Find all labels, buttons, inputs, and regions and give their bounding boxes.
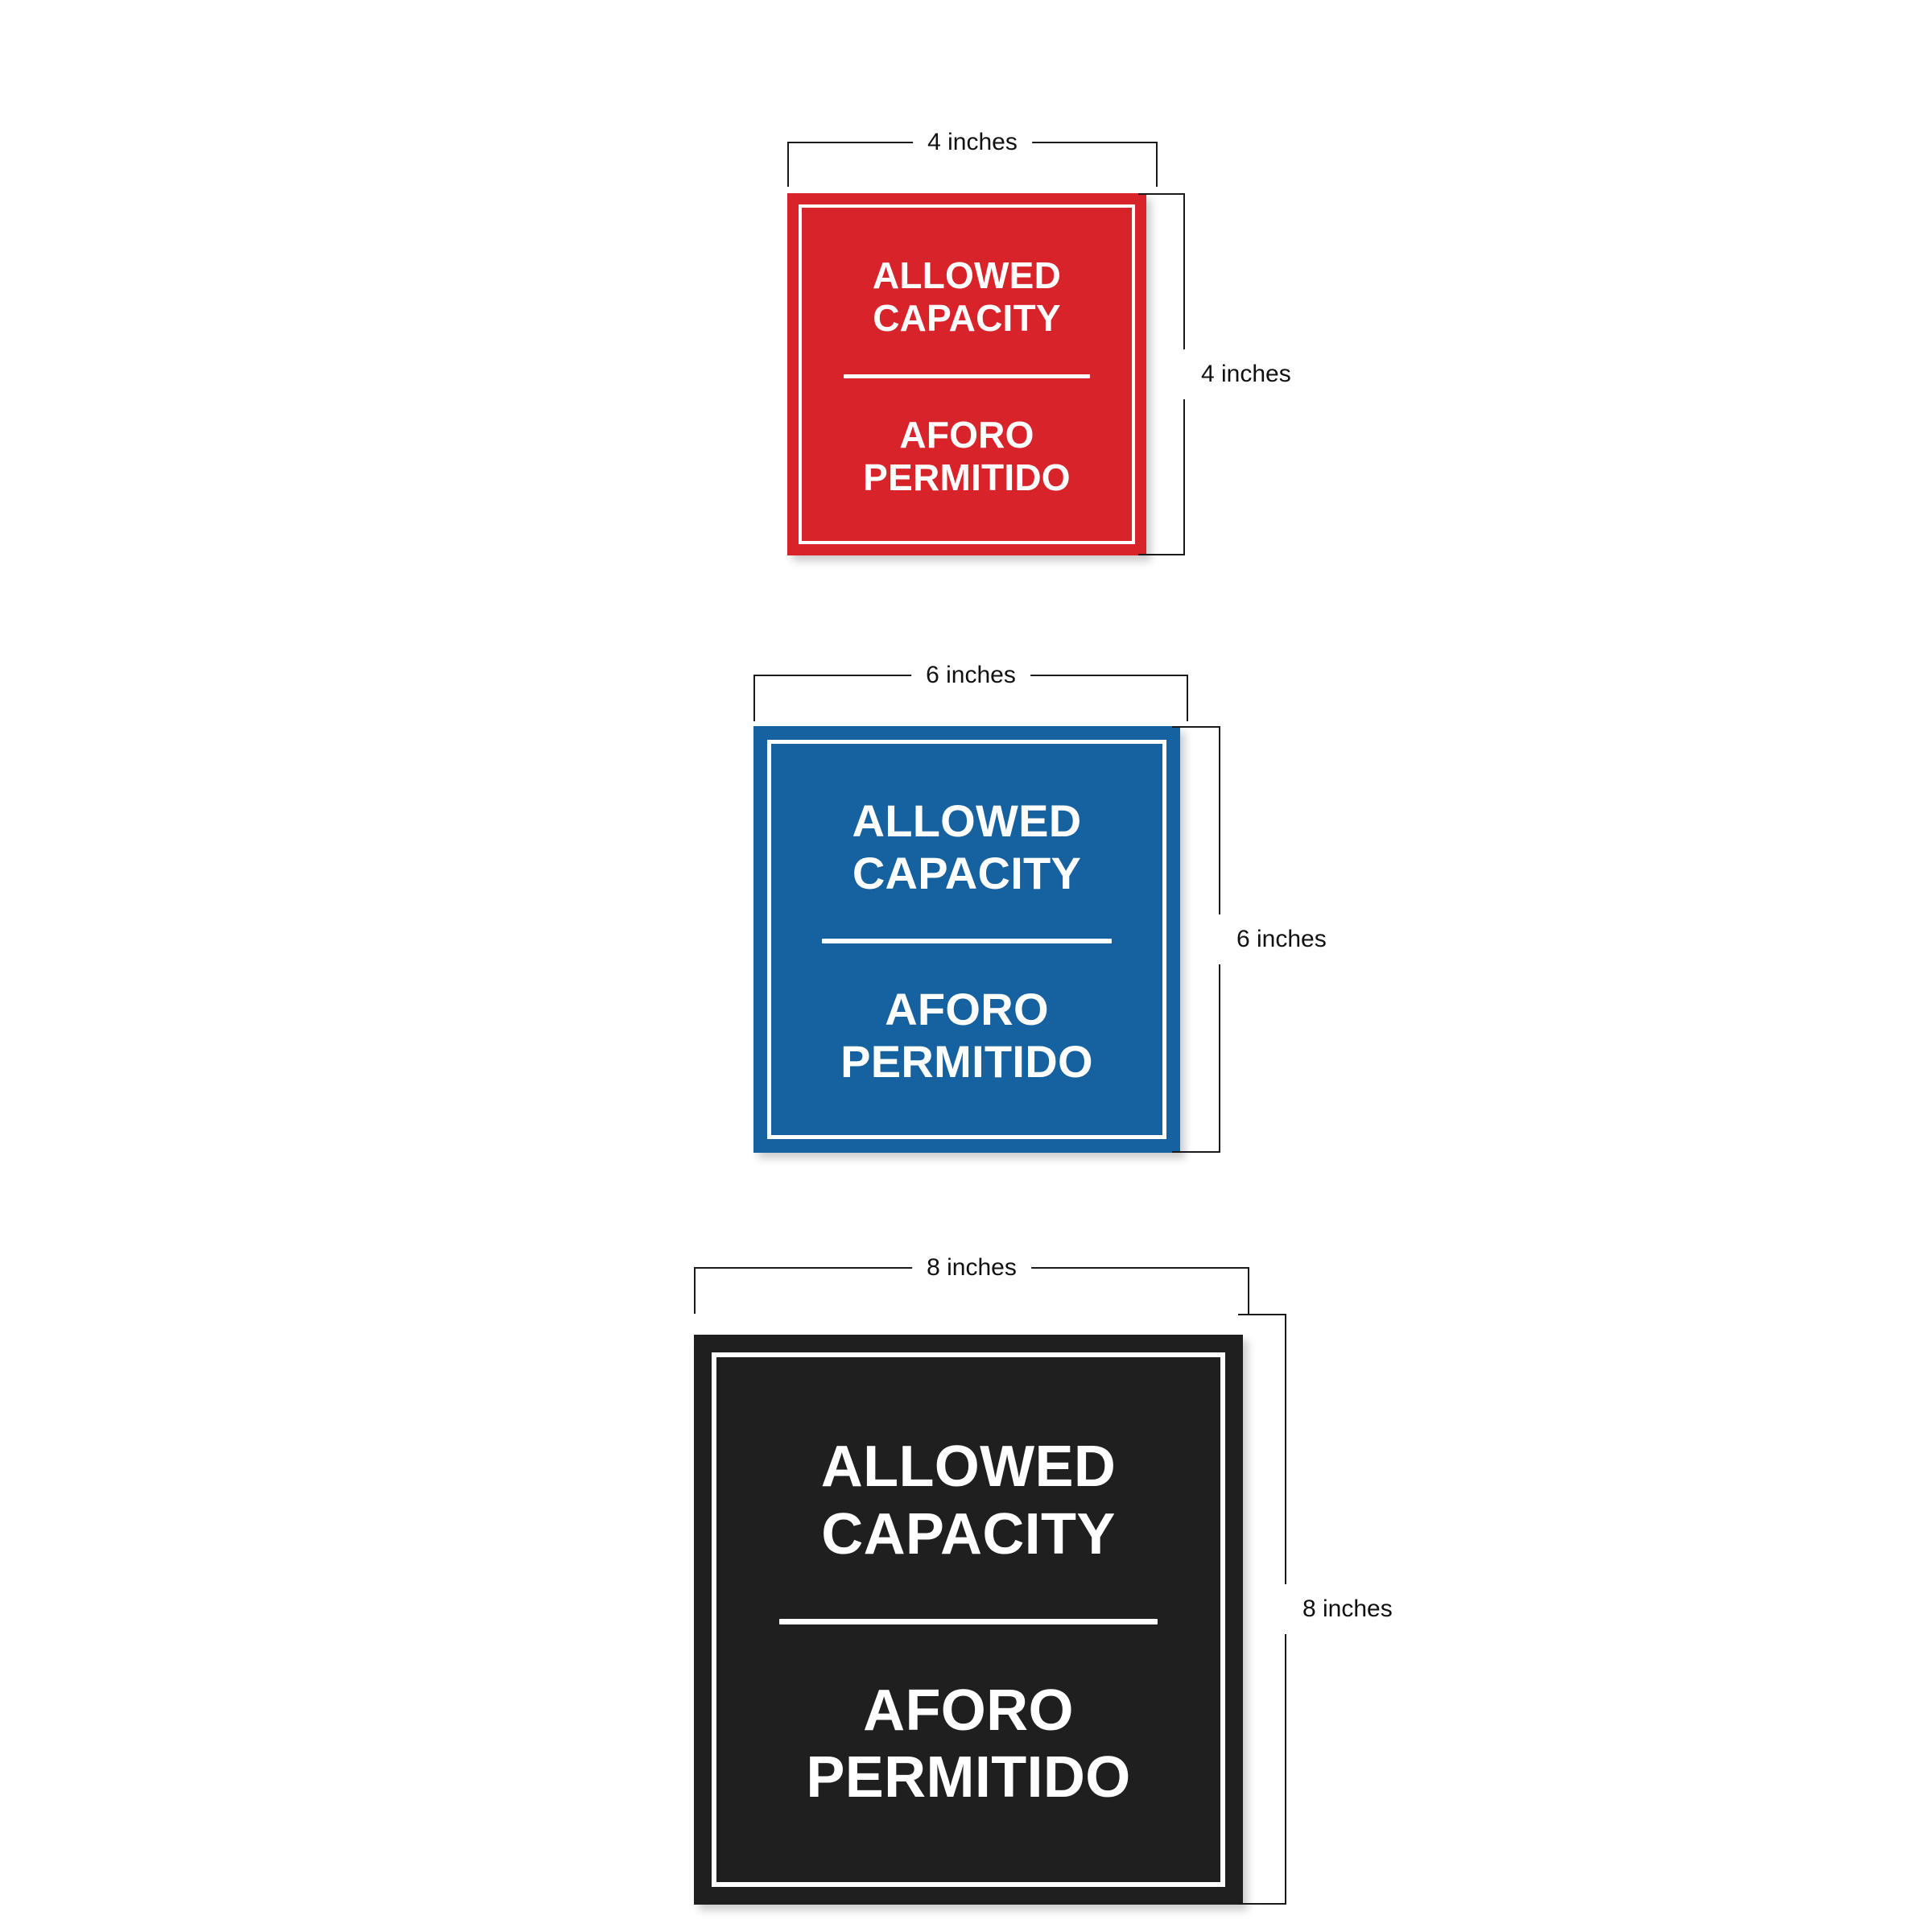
- sign-divider-rule-red: [844, 374, 1090, 378]
- sign-line-allowed-black: ALLOWED: [820, 1435, 1117, 1500]
- sign-text-block-red: ALLOWED CAPACITY AFORO PERMITIDO: [802, 250, 1132, 499]
- sign-black-8-inch: ALLOWED CAPACITY AFORO PERMITIDO: [694, 1335, 1243, 1905]
- height-dimension-label-black: 8 inches: [1282, 1584, 1393, 1634]
- height-dimension-bracket-blue: 6 inches: [1172, 726, 1327, 1153]
- sign-inner-border-red: ALLOWED CAPACITY AFORO PERMITIDO: [799, 204, 1135, 544]
- sign-line-aforo-blue: AFORO: [885, 984, 1049, 1034]
- width-dimension-bracket-red: 4 inches: [787, 124, 1158, 187]
- sign-line-permitido-blue: PERMITIDO: [840, 1035, 1093, 1087]
- sign-line-capacity-blue: CAPACITY: [852, 848, 1082, 899]
- sign-line-capacity-red: CAPACITY: [873, 297, 1061, 340]
- sign-divider-rule-blue: [822, 939, 1112, 943]
- sign-inner-border-blue: ALLOWED CAPACITY AFORO PERMITIDO: [767, 740, 1166, 1139]
- height-dimension-label-red: 4 inches: [1181, 349, 1291, 399]
- height-dimension-label-blue: 6 inches: [1216, 914, 1327, 964]
- width-dimension-label-red: 4 inches: [913, 124, 1032, 161]
- sign-text-block-blue: ALLOWED CAPACITY AFORO PERMITIDO: [771, 791, 1162, 1088]
- sign-line-aforo-black: AFORO: [863, 1678, 1074, 1743]
- width-dimension-label-blue: 6 inches: [911, 657, 1030, 694]
- sign-line-capacity-black: CAPACITY: [821, 1501, 1116, 1567]
- sign-line-permitido-black: PERMITIDO: [806, 1745, 1131, 1810]
- sign-inner-border-black: ALLOWED CAPACITY AFORO PERMITIDO: [712, 1352, 1225, 1887]
- width-dimension-label-black: 8 inches: [912, 1249, 1031, 1286]
- variant-blue-6-inch: 6 inches ALLOWED CAPACITY AFORO PERMITID…: [753, 657, 1327, 1153]
- sign-text-block-black: ALLOWED CAPACITY AFORO PERMITIDO: [716, 1427, 1220, 1811]
- sign-line-allowed-red: ALLOWED: [872, 254, 1062, 296]
- sign-blue-6-inch: ALLOWED CAPACITY AFORO PERMITIDO: [753, 726, 1180, 1153]
- width-dimension-bracket-blue: 6 inches: [753, 657, 1188, 721]
- sign-red-4-inch: ALLOWED CAPACITY AFORO PERMITIDO: [787, 193, 1146, 555]
- variant-red-4-inch: 4 inches ALLOWED CAPACITY AFORO PERMITID…: [0, 0, 1932, 612]
- height-dimension-bracket-red: 4 inches: [1138, 193, 1291, 555]
- sign-line-aforo-red: AFORO: [899, 413, 1034, 456]
- width-dimension-bracket-black: 8 inches: [694, 1249, 1249, 1314]
- sign-divider-rule-black: [779, 1618, 1158, 1624]
- height-dimension-bracket-black: 8 inches: [1238, 1314, 1393, 1905]
- sign-line-allowed-blue: ALLOWED: [852, 795, 1082, 847]
- sign-line-permitido-red: PERMITIDO: [863, 456, 1071, 498]
